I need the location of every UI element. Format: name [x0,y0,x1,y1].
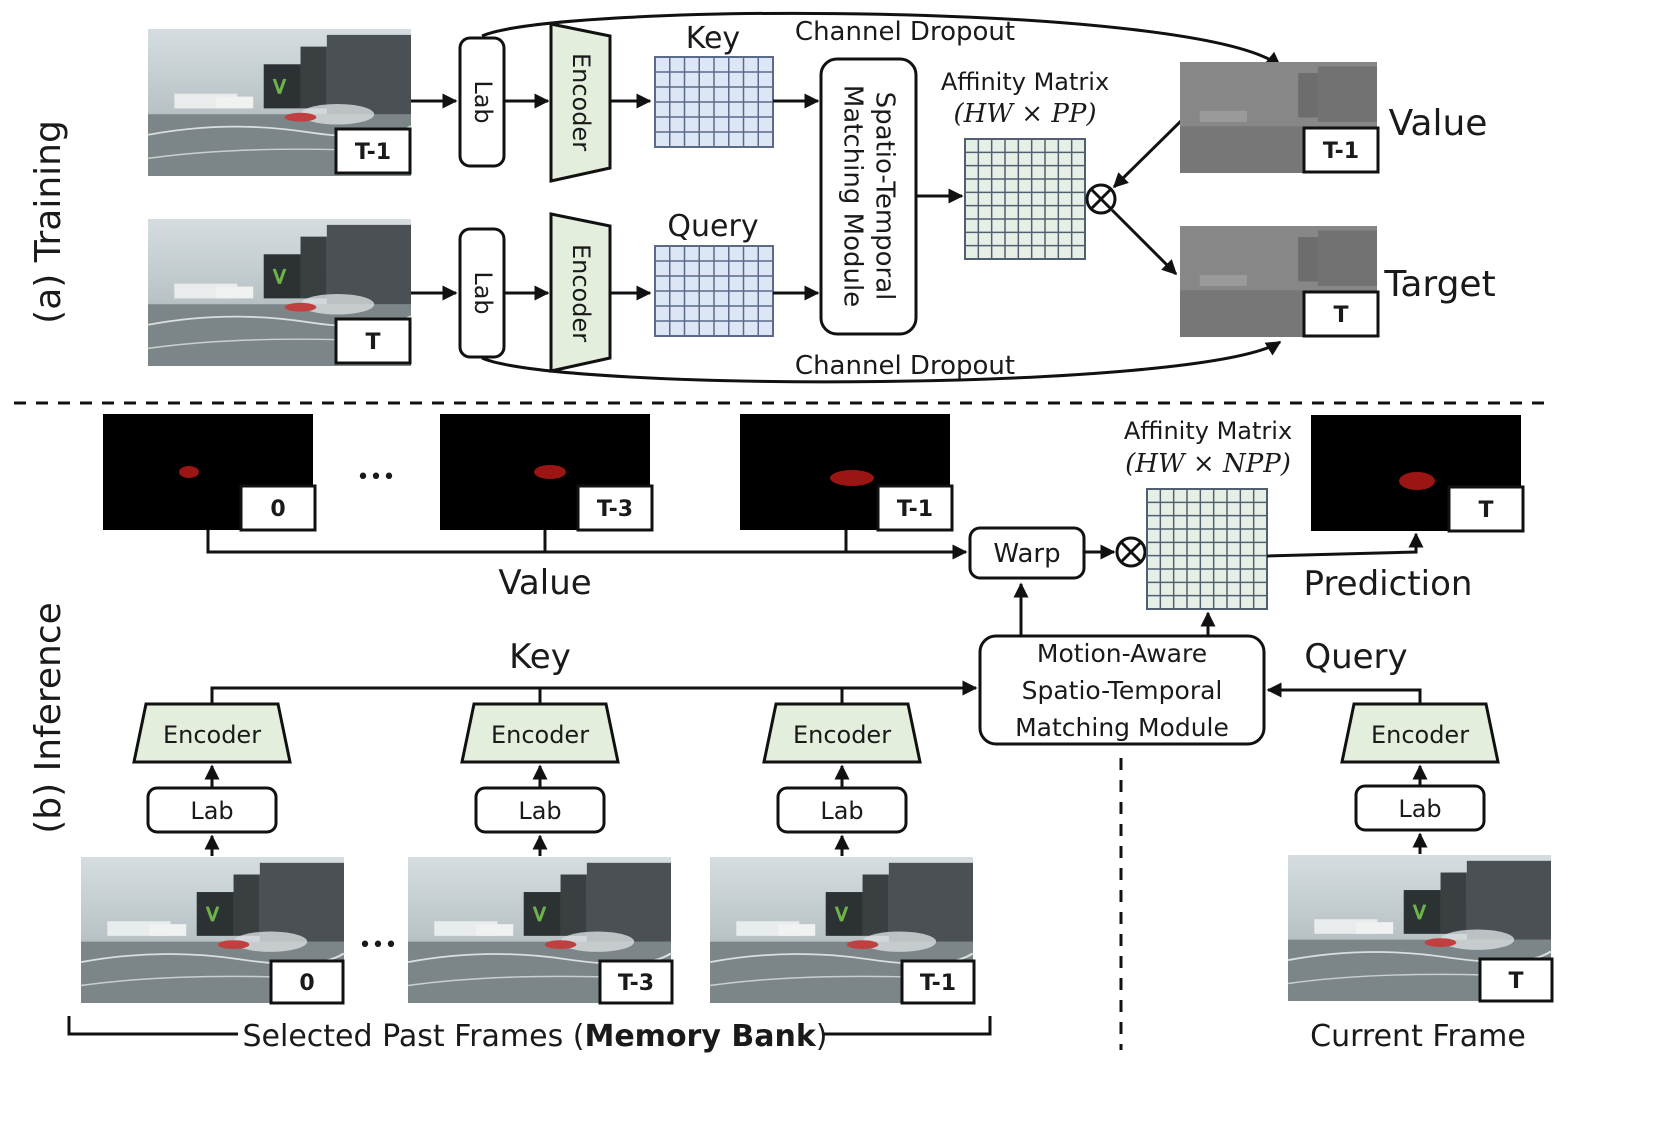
prediction-label: Prediction [1304,564,1473,604]
warp-box: Warp [968,526,1086,580]
channel-dropout-curve-top [481,11,1282,68]
prediction-mask: T [1311,415,1525,533]
training-value-frame: T-1 [1180,62,1380,174]
grid-background [1146,488,1268,610]
value-mask-0: 0 [103,414,317,532]
training-query-label: Query [667,209,758,244]
inference-affinity-grid [1146,488,1268,610]
svg-text:Spatio-Temporal: Spatio-Temporal [1022,676,1223,705]
training-affinity-dims: (HW × PP) [954,99,1097,129]
svg-text:0: 0 [270,497,285,522]
inference-query-label: Query [1304,637,1407,677]
svg-text:T-1: T-1 [1323,139,1359,164]
lab-label: Lab [518,797,561,825]
memory-frame-t-minus-1: T-1 [708,855,976,1005]
motion-aware-matching-module: Motion-Aware Spatio-Temporal Matching Mo… [978,634,1266,746]
lab-label: Lab [1398,795,1441,823]
inference-section-label: (b) Inference [28,602,69,834]
training-key-grid [654,56,774,148]
training-affinity-grid [964,138,1086,260]
frame-tag: T [365,330,380,355]
training-frame-t: T [146,217,413,368]
training-key-label: Key [686,21,740,56]
memory-frame-t-minus-3: T-3 [406,855,674,1005]
svg-text:T: T [1508,969,1523,994]
multiply-operator-icon [1085,183,1117,215]
training-section-label: (a) Training [28,120,69,324]
svg-text:T-1: T-1 [897,497,933,522]
svg-text:T-3: T-3 [618,971,654,996]
inference-column-t-minus-1: Encoder Lab [762,702,922,856]
frame-ellipsis: ••• [359,933,398,958]
training-frame-t-minus-1: T-1 [146,27,413,178]
svg-text:T-1: T-1 [920,971,956,996]
svg-text:Lab: Lab [469,80,497,123]
training-lab-top: Lab [458,36,506,168]
encoder-label: Encoder [163,721,261,749]
svg-text:T-3: T-3 [597,497,633,522]
inference-multiply-operator-icon [1115,536,1147,568]
channel-dropout-label-top: Channel Dropout [795,17,1015,47]
value-mask-t-minus-3: T-3 [440,414,654,532]
spatio-temporal-matching-module: Spatio-Temporal Matching Module [819,57,918,336]
value-mask-t-minus-1: T-1 [740,414,954,532]
current-frame-label: Current Frame [1310,1019,1526,1054]
svg-text:Matching Module: Matching Module [1015,713,1229,742]
training-encoder-bottom: Encoder [549,212,612,373]
grid-background [964,138,1086,260]
memory-bank-label: Selected Past Frames (Memory Bank) [243,1019,828,1054]
lab-label: Lab [190,797,233,825]
inference-affinity-dims: (HW × NPP) [1125,449,1291,479]
training-query-grid [654,245,774,337]
svg-text:Encoder: Encoder [567,244,595,342]
memory-bank-bracket-left [67,1016,238,1036]
channel-dropout-curve-bottom [481,340,1282,384]
memory-frame-0: 0 [79,855,346,1005]
training-value-label: Value [1389,103,1488,144]
inference-affinity-title: Affinity Matrix [1124,417,1292,445]
svg-text:Motion-Aware: Motion-Aware [1037,639,1207,668]
inference-key-label: Key [509,637,571,677]
training-affinity-title: Affinity Matrix [941,68,1109,96]
channel-dropout-label-bottom: Channel Dropout [795,351,1015,381]
svg-text:T: T [1333,303,1348,328]
inference-column-t-minus-3: Encoder Lab [460,702,620,856]
memory-bank-bracket-right [824,1016,992,1036]
mask-ellipsis: ••• [357,465,396,490]
svg-text:Spatio-Temporal: Spatio-Temporal [870,92,900,301]
current-frame: T [1286,853,1554,1003]
training-target-frame: T [1180,226,1380,338]
frame-tag: T-1 [355,140,391,165]
training-encoder-top: Encoder [549,22,612,183]
svg-text:0: 0 [299,971,314,996]
training-lab-bottom: Lab [458,227,506,359]
encoder-label: Encoder [793,721,891,749]
svg-text:Matching Module: Matching Module [838,85,868,307]
inference-column-0: Encoder Lab [132,702,292,856]
svg-text:Warp: Warp [993,539,1060,569]
svg-text:Encoder: Encoder [567,53,595,151]
lab-label: Lab [820,797,863,825]
svg-text:Lab: Lab [469,271,497,314]
inference-column-current: Encoder Lab [1340,702,1500,854]
training-target-label: Target [1383,264,1495,305]
svg-text:T: T [1478,498,1493,523]
encoder-label: Encoder [491,721,589,749]
inference-value-label: Value [498,563,591,603]
encoder-label: Encoder [1371,721,1469,749]
